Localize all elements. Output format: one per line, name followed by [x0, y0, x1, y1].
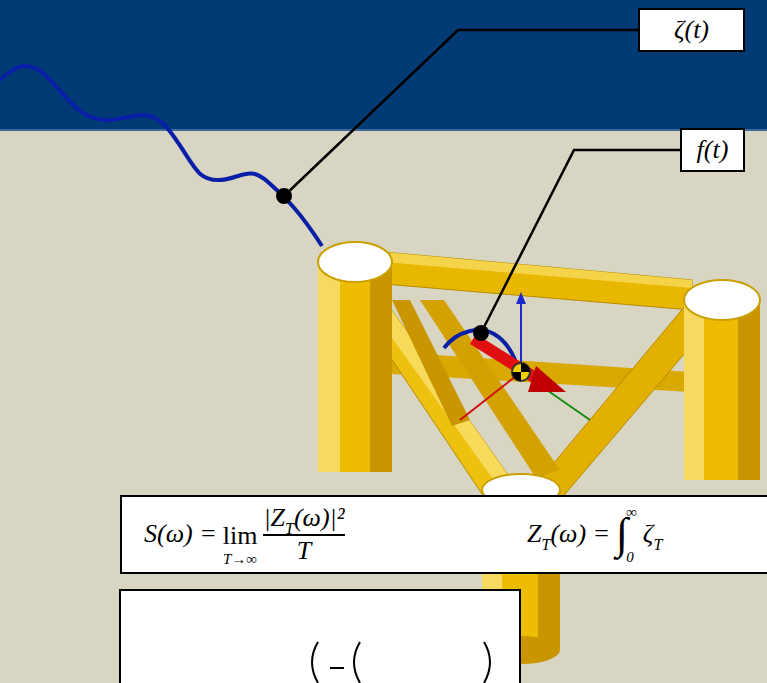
formula-text: (ω) = [550, 520, 610, 549]
lhs: ZT(ω) = [527, 520, 610, 549]
formula-text: |Z [263, 504, 285, 533]
shape-part [528, 366, 566, 392]
formula-group: ZT(ω) =∫∞0ζT [527, 497, 662, 572]
formula-text: T→∞ [223, 551, 257, 568]
shape-part [312, 642, 318, 683]
callout-label: f(t) [697, 136, 729, 165]
shape-part [392, 300, 470, 426]
integral-limits: ∞0 [626, 504, 637, 566]
formula-group: S(ω) =limT→∞|ZT(ω)|²T [144, 497, 345, 572]
shape-part [330, 667, 344, 669]
shape-part [470, 334, 540, 384]
formula-text: T [297, 537, 311, 566]
formula-text: (ω)|² [294, 504, 345, 533]
shape-part [460, 372, 521, 420]
shape-part [512, 372, 521, 381]
shape-part [738, 300, 760, 480]
shape-part [520, 300, 522, 372]
callout-label: ζ(t) [674, 16, 709, 45]
shape-part [684, 300, 704, 480]
shape-part [516, 292, 526, 304]
shape-part [521, 363, 530, 372]
shape-part [318, 242, 392, 282]
shape-part [684, 280, 760, 320]
formula-text: ζ [643, 520, 654, 549]
integral: ∫∞0 [616, 504, 637, 566]
shape-part [384, 252, 692, 288]
body-axes [460, 292, 590, 420]
shape-part [481, 150, 680, 333]
formula-text: T [653, 536, 662, 554]
formula-text: T [285, 520, 294, 538]
shape-part [284, 30, 638, 196]
sea-band [0, 0, 767, 130]
callout-box: ζ(t) [638, 8, 745, 52]
shape-part [512, 363, 530, 381]
formula-box: S(ω) =limT→∞|ZT(ω)|²TZT(ω) =∫∞0ζT [120, 495, 767, 574]
formula-text: 0 [626, 549, 637, 566]
formula-text: Z [527, 520, 541, 549]
integrand: ζT [643, 520, 662, 549]
callout-box: f(t) [680, 128, 745, 172]
cut-formula-box [120, 590, 520, 683]
fraction: |ZT(ω)|²T [263, 504, 344, 565]
shape-part [370, 262, 392, 472]
limit-block: limT→∞ [223, 522, 258, 567]
shape-part [354, 642, 360, 683]
shape-part [318, 262, 392, 472]
formula-text: T [541, 536, 550, 554]
formula-text: S(ω) = [144, 520, 217, 549]
leader-dot [473, 325, 489, 341]
shape-part [484, 642, 490, 683]
shape-part [120, 590, 520, 683]
sea-surface-edge [0, 129, 767, 131]
formula-text: ∞ [626, 504, 637, 521]
leader-dot [276, 188, 292, 204]
fraction-bar [263, 534, 344, 536]
shape-part [684, 300, 760, 480]
leader-lines [284, 30, 680, 333]
shape-part [318, 262, 340, 472]
numerator: |ZT(ω)|² [263, 504, 344, 533]
wave-elevation-curve [0, 66, 322, 246]
formula-text: lim [223, 522, 258, 551]
